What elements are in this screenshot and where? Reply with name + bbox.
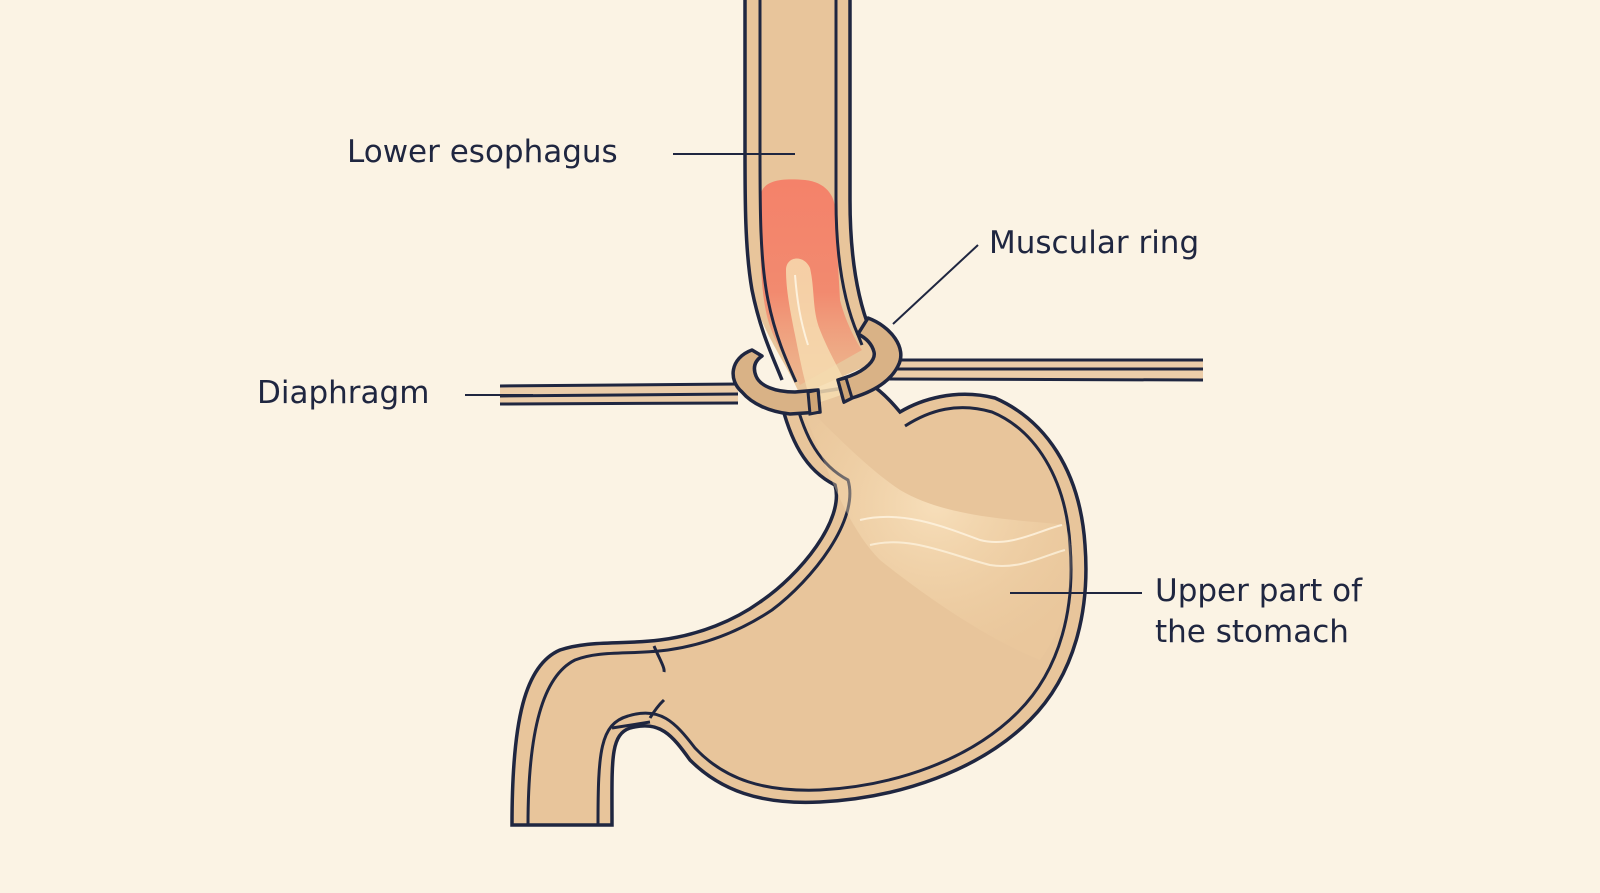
- stomach-esophagus: [510, 382, 1088, 827]
- label-diaphragm: Diaphragm: [257, 373, 429, 414]
- diaphragm-right: [884, 358, 1204, 382]
- label-muscular-ring: Muscular ring: [989, 223, 1199, 264]
- label-lower-esophagus: Lower esophagus: [347, 132, 618, 173]
- label-muscular-ring-text: Muscular ring: [989, 225, 1200, 261]
- label-upper-stomach: Upper part of the stomach: [1155, 571, 1362, 653]
- diaphragm-left: [499, 382, 739, 406]
- esophagus-tube: [743, 0, 880, 405]
- leader-muscular-ring: [892, 244, 979, 325]
- label-upper-stomach-line1: Upper part of: [1155, 573, 1363, 609]
- muscular-ring: [731, 316, 903, 416]
- label-upper-stomach-line2: the stomach: [1155, 614, 1349, 650]
- label-lower-esophagus-text: Lower esophagus: [347, 134, 618, 170]
- label-diaphragm-text: Diaphragm: [257, 375, 430, 411]
